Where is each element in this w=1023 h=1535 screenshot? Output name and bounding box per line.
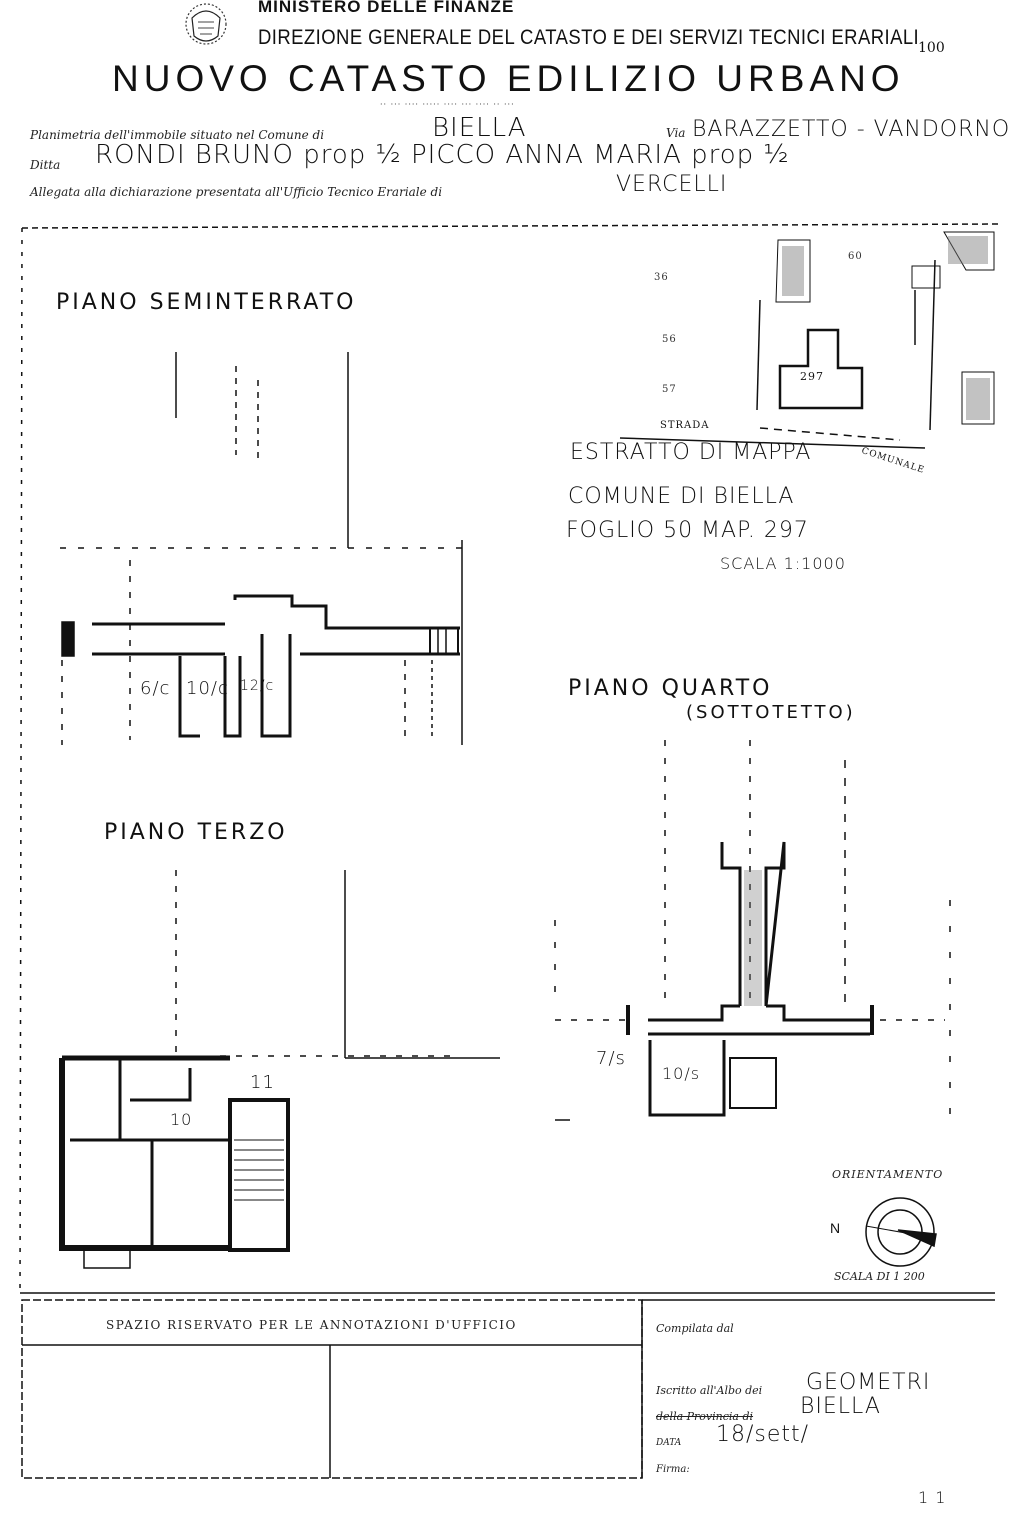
reserved-space-title: SPAZIO RISERVATO PER LE ANNOTAZIONI D'UF… [106,1318,517,1332]
plan-terzo-title: PIANO TERZO [104,820,288,845]
map-number: 56 [662,334,677,345]
estratto-scala: SCALA 1:1000 [720,554,846,573]
planimetria-label: Planimetria dell'immobile situato nel Co… [30,128,325,142]
emblem-icon [178,0,234,52]
mod-code: 100 [918,40,945,56]
map-number: 36 [654,272,669,283]
room-label: 11 [250,1072,275,1093]
provincia-value: BIELLA [800,1394,881,1419]
orientation-title: ORIENTAMENTO [832,1168,944,1181]
map-number: 57 [662,384,677,395]
compilata-label: Compilata dal [656,1322,734,1335]
law-reference-line: ·· ··· ···· ····· ···· ··· ···· ·· ··· [380,100,515,109]
estratto-foglio: FOGLIO 50 MAP. 297 [566,518,809,543]
plan-terzo-drawing [59,870,500,1269]
page-mark: 1 1 [918,1488,947,1507]
comune-value: BIELLA [432,113,527,143]
firma-label: Firma: [656,1464,690,1475]
via-label: Via [666,126,686,140]
document-title: NUOVO CATASTO EDILIZIO URBANO [112,58,905,99]
iscritto-label: Iscritto all'Albo dei [656,1384,763,1397]
orientation-scale: SCALA DI 1 200 [834,1270,925,1283]
estratto-comune: COMUNE DI BIELLA [568,484,795,509]
room-label: 6/c [140,678,171,699]
ministry-name: MINISTERO DELLE FINANZE [258,0,515,16]
strada-label: STRADA [660,420,710,431]
allegata-label: Allegata alla dichiarazione presentata a… [30,185,443,199]
via-value: BARAZZETTO - VANDORNO [692,117,1011,142]
ditta-value: RONDI BRUNO prop ½ PICCO ANNA MARIA prop… [95,140,790,170]
plan-quarto-title: PIANO QUARTO [568,676,773,701]
parcel-number: 297 [800,370,824,383]
data-label: DATA [656,1438,682,1448]
room-label: 10 [170,1110,193,1129]
footer-boxes [21,1299,995,1479]
data-value: 18/sett/ [716,1422,810,1447]
plan-seminterrato-drawing [60,352,465,745]
room-label: 10/c [186,678,229,699]
albo-value: GEOMETRI [806,1370,931,1395]
north-label: N [830,1220,841,1236]
map-extract-drawing [619,231,995,449]
room-label: 10/s [662,1064,701,1083]
ufficio-value: VERCELLI [616,172,728,197]
provincia-label: della Provincia di [656,1410,754,1423]
plan-seminterrato-title: PIANO SEMINTERRATO [56,290,357,315]
plan-quarto-drawing [554,740,951,1121]
directorate-name: DIREZIONE GENERALE DEL CATASTO E DEI SER… [258,26,920,49]
ditta-label: Ditta [30,158,61,172]
room-label: 12/c [240,678,275,694]
map-number: 60 [848,251,863,262]
compass-rose-icon [865,1197,937,1267]
room-label: 7/s [596,1048,626,1069]
plan-quarto-subtitle: (SOTTOTETTO) [686,702,856,723]
estratto-title: ESTRATTO DI MAPPA [570,440,812,465]
